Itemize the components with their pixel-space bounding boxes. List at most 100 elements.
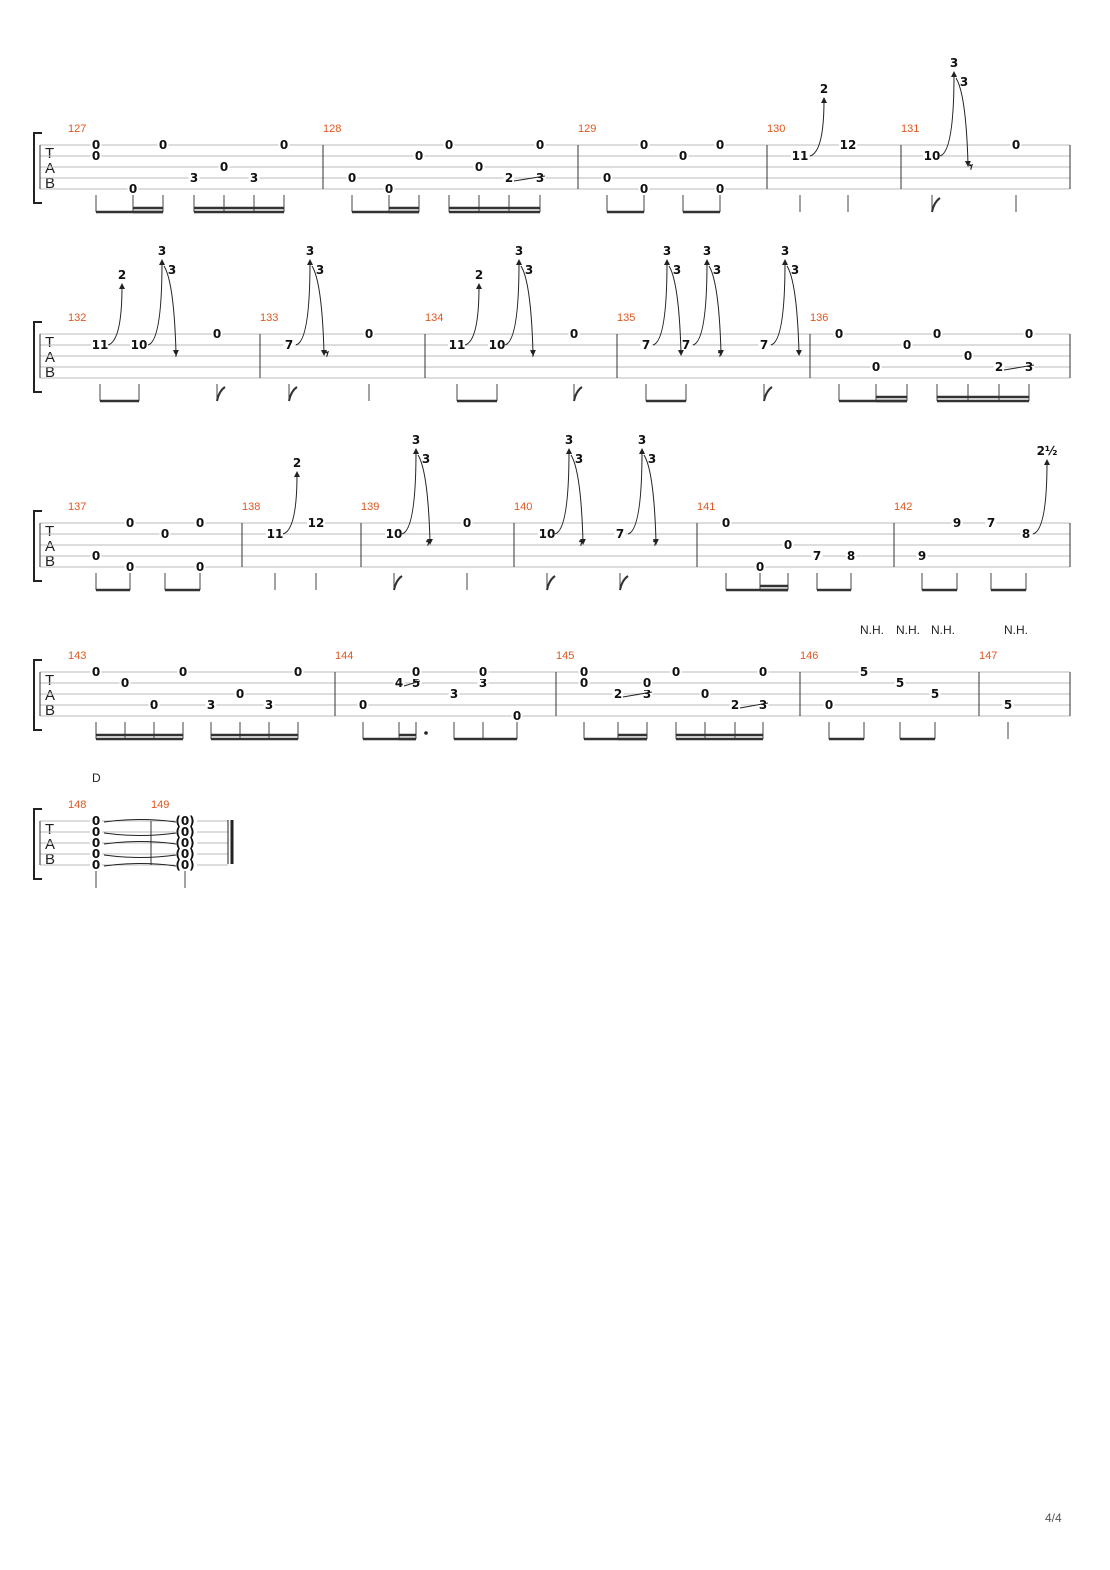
fret-number: 0	[756, 560, 764, 574]
fret-mask	[578, 678, 590, 690]
fret-number: 0	[220, 160, 228, 174]
bend-arrow	[401, 448, 419, 535]
fret-number: 5	[931, 687, 939, 701]
fret-mask	[845, 551, 857, 563]
final-barline	[227, 820, 234, 864]
fret-mask	[307, 518, 325, 530]
rhythm-dot	[424, 731, 428, 735]
measure-number: 144	[335, 650, 353, 662]
measure-number: 141	[697, 501, 715, 513]
fret-mask	[194, 518, 206, 530]
eighth-rest-icon: 𝄾	[425, 534, 430, 552]
bend-arrow	[1032, 459, 1050, 535]
fret-number: 0	[92, 138, 100, 152]
fret-mask	[612, 689, 624, 701]
fret-number: 12	[308, 516, 325, 530]
fret-number: 10	[131, 338, 148, 352]
tab-letter-b: B	[45, 364, 55, 381]
fret-number: 9	[918, 549, 926, 563]
staff-lines-layer	[39, 144, 1071, 866]
fret-mask	[159, 529, 171, 541]
measure-number: 138	[242, 501, 260, 513]
fret-mask	[638, 140, 650, 152]
fret-number: 10	[386, 527, 403, 541]
measure-number: 142	[894, 501, 912, 513]
release-amount-label: 3	[791, 263, 799, 277]
fret-mask	[811, 551, 823, 563]
fret-number: 0	[716, 182, 724, 196]
fret-number: 0	[580, 676, 588, 690]
fret-number: 3	[536, 171, 544, 185]
fret-number: 3	[759, 698, 767, 712]
fret-mask	[714, 140, 726, 152]
bend-amount-label: 3	[950, 56, 958, 70]
fret-mask	[638, 184, 650, 196]
fret-number: 0	[933, 327, 941, 341]
release-amount-label: 3	[168, 263, 176, 277]
fret-number: 0	[475, 160, 483, 174]
slide-line	[1003, 364, 1035, 371]
fret-mask	[263, 700, 275, 712]
fret-number: (0)	[175, 825, 194, 839]
fret-mask	[758, 340, 770, 352]
fret-number: 0	[570, 327, 578, 341]
fret-mask	[177, 667, 189, 679]
release-amount-label: 3	[525, 263, 533, 277]
fret-mask	[90, 140, 102, 152]
bend-arrow	[939, 71, 957, 157]
fret-number: 7	[813, 549, 821, 563]
fret-mask	[640, 340, 652, 352]
tab-letter-t: T	[45, 672, 54, 689]
fret-number: 10	[539, 527, 556, 541]
measure-number: 129	[578, 123, 596, 135]
fret-mask	[91, 340, 109, 352]
fret-mask	[568, 329, 580, 341]
fret-mask	[205, 700, 217, 712]
fret-number: 0	[580, 665, 588, 679]
fret-number: 3	[643, 687, 651, 701]
fret-mask	[413, 151, 425, 163]
page-number: 4/4	[1045, 1511, 1062, 1525]
fret-mask	[234, 689, 246, 701]
fret-number: 11	[792, 149, 809, 163]
bend-amount-label: 2	[475, 268, 483, 282]
release-arrow	[570, 454, 586, 545]
fret-number: 0	[150, 698, 158, 712]
fret-number: 0	[964, 349, 972, 363]
tab-clef-system-5: T A B	[33, 808, 55, 880]
fret-number: 7	[987, 516, 995, 530]
fret-mask	[157, 140, 169, 152]
fret-number: 3	[450, 687, 458, 701]
fret-mask	[175, 860, 197, 871]
tab-letter-a: A	[45, 349, 55, 366]
release-amount-label: 3	[960, 75, 968, 89]
tab-letter-a: A	[45, 836, 55, 853]
note-flag	[216, 386, 226, 402]
fret-mask	[833, 329, 845, 341]
bend-amount-label: 3	[515, 244, 523, 258]
fret-number: 5	[1004, 698, 1012, 712]
release-amount-label: 3	[673, 263, 681, 277]
measure-number: 131	[901, 123, 919, 135]
fret-mask	[448, 340, 466, 352]
note-flag	[763, 386, 773, 402]
measure-number: 149	[151, 799, 169, 811]
bend-amount-label: 3	[663, 244, 671, 258]
fret-number: 0	[348, 171, 356, 185]
slide-line	[403, 680, 421, 687]
measure-number: 135	[617, 312, 635, 324]
fret-mask	[363, 329, 375, 341]
fret-number: 2	[995, 360, 1003, 374]
tab-letter-a: A	[45, 687, 55, 704]
slide-line	[622, 691, 653, 698]
fret-number: 0	[92, 847, 100, 861]
fret-mask	[962, 351, 974, 363]
fret-mask	[410, 678, 422, 690]
fret-number: 0	[825, 698, 833, 712]
bend-arrow	[652, 259, 670, 346]
fret-number: 0	[716, 138, 724, 152]
fret-number: 0	[672, 665, 680, 679]
tie-arc	[103, 854, 177, 858]
tab-letter-b: B	[45, 702, 55, 719]
